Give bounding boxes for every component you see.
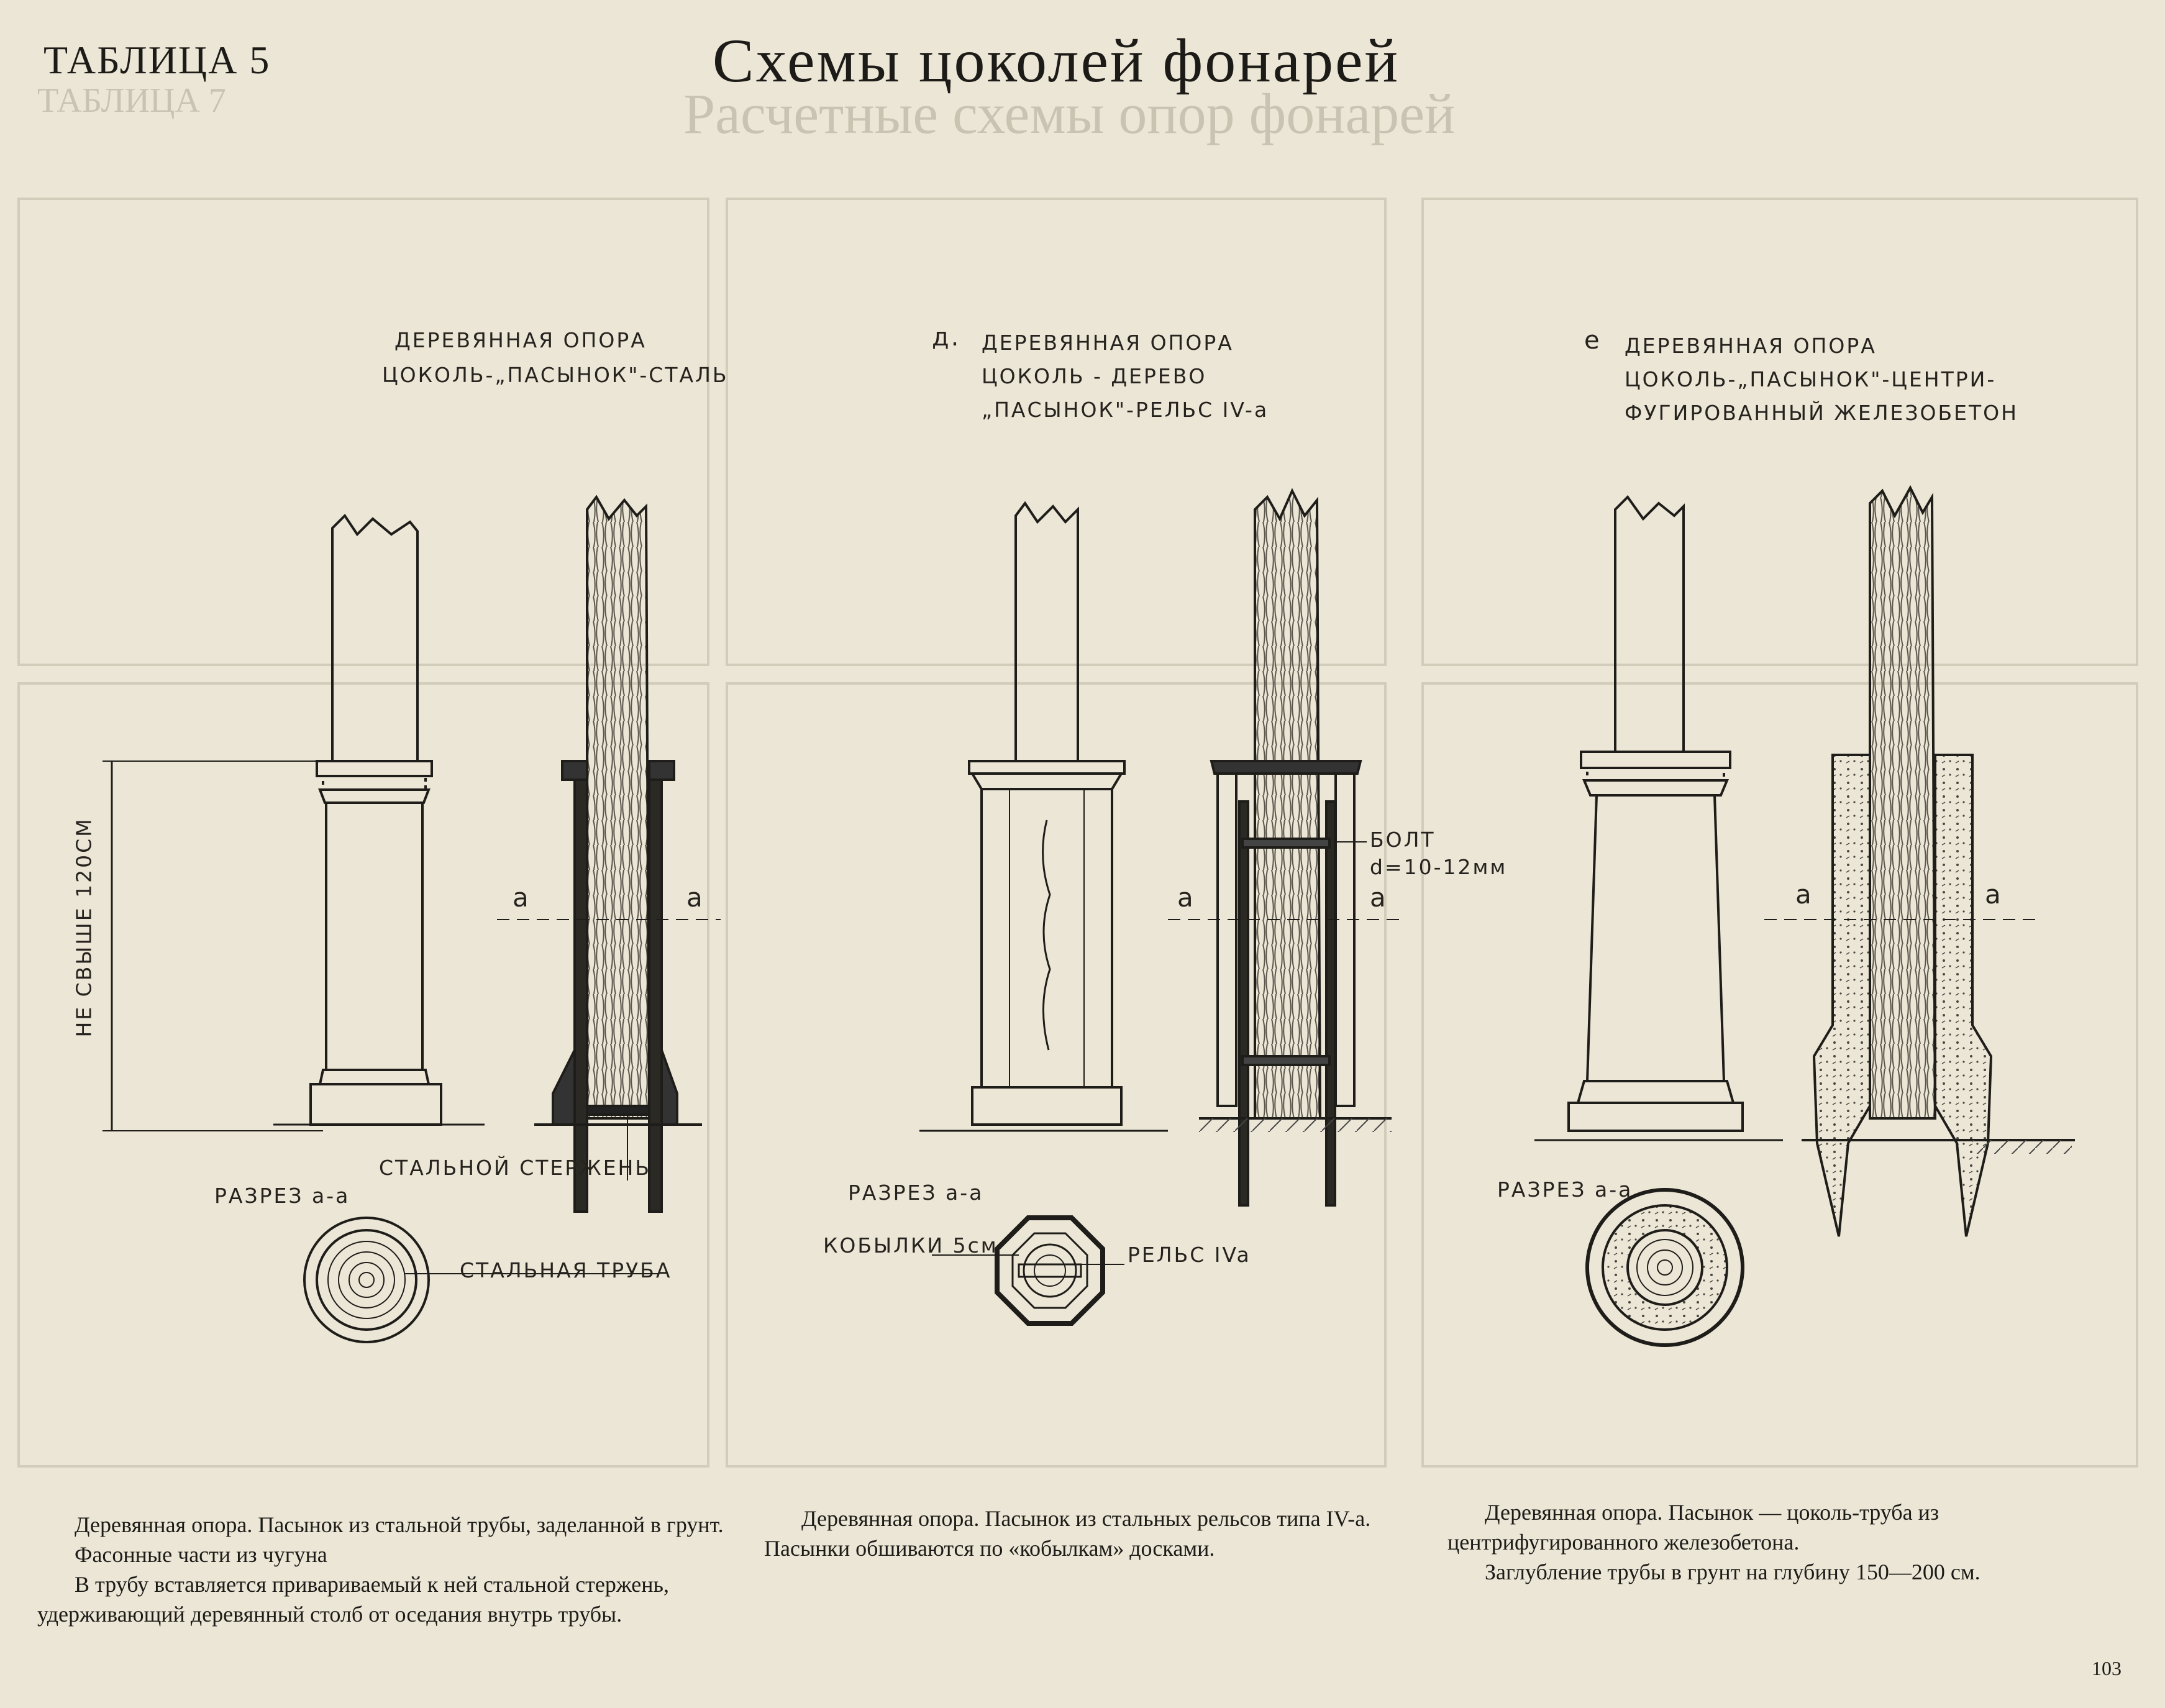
right-heading-line-2: ЦОКОЛЬ-„ПАСЫНОК"-ЦЕНТРИ- bbox=[1625, 367, 1997, 391]
right-section-mark-b: a bbox=[1985, 879, 2003, 910]
left-caption-p3: В трубу вставляется привариваемый к ней … bbox=[37, 1572, 669, 1627]
right-heading-line-1: ДЕРЕВЯННАЯ ОПОРА bbox=[1625, 334, 1877, 358]
right-cross-section-elevation bbox=[1764, 485, 2075, 1237]
left-elevation bbox=[103, 513, 442, 1131]
left-section-mark-a: a bbox=[513, 882, 531, 913]
left-callout-rod: СТАЛЬНОЙ СТЕРЖЕНЬ bbox=[379, 1156, 651, 1180]
middle-cross-section-elevation bbox=[1168, 488, 1404, 1207]
left-cross-section-elevation bbox=[497, 495, 721, 1213]
right-panel-letter: е bbox=[1584, 326, 1602, 355]
middle-panel-letter: д. bbox=[932, 323, 961, 352]
right-elevation bbox=[1534, 495, 1783, 1141]
middle-heading-line-2: ЦОКОЛЬ - ДЕРЕВО bbox=[982, 364, 1207, 388]
middle-section-mark-a: a bbox=[1177, 882, 1195, 913]
left-panel-heading: ДЕРЕВЯННАЯ ОПОРА ЦОКОЛЬ-„ПАСЫНОК"-СТАЛЬ bbox=[382, 323, 729, 393]
middle-heading-line-3: „ПАСЫНОК"-РЕЛЬС IV-a bbox=[982, 398, 1269, 422]
left-height-label: НЕ СВЫШЕ 120СМ bbox=[71, 817, 96, 1038]
table-label: ТАБЛИЦА 5 bbox=[43, 38, 271, 82]
right-section-circle bbox=[1585, 1188, 1744, 1347]
right-caption-p2: Заглубление трубы в грунт на глубину 150… bbox=[1485, 1560, 1980, 1584]
middle-section-title: РАЗРЕЗ a-a bbox=[848, 1181, 984, 1205]
middle-caption: Деревянная опора. Пасынок из стальных ре… bbox=[764, 1504, 1423, 1563]
right-section-mark-a: a bbox=[1795, 879, 1813, 910]
bleed-through-table-label: ТАБЛИЦА 7 bbox=[37, 81, 226, 120]
left-heading-line-2: ЦОКОЛЬ-„ПАСЫНОК"-СТАЛЬ bbox=[382, 363, 729, 387]
middle-callout-rail: РЕЛЬС IVa bbox=[1128, 1243, 1251, 1267]
middle-panel-heading: ДЕРЕВЯННАЯ ОПОРА ЦОКОЛЬ - ДЕРЕВО „ПАСЫНО… bbox=[982, 326, 1269, 427]
right-section-title: РАЗРЕЗ a-a bbox=[1497, 1177, 1633, 1202]
right-caption: Деревянная опора. Пасынок — цоколь-труба… bbox=[1447, 1497, 2106, 1587]
left-section-mark-b: a bbox=[686, 882, 704, 913]
left-callout-pipe: СТАЛЬНАЯ ТРУБА bbox=[460, 1258, 672, 1282]
right-panel-heading: ДЕРЕВЯННАЯ ОПОРА ЦОКОЛЬ-„ПАСЫНОК"-ЦЕНТРИ… bbox=[1625, 329, 2018, 430]
left-section-title: РАЗРЕЗ a-a bbox=[214, 1184, 350, 1208]
bleed-through-title: Расчетные схемы опор фонарей bbox=[683, 82, 1456, 145]
middle-bolt-line-2: d=10-12мм bbox=[1370, 855, 1508, 879]
page-number: 103 bbox=[2092, 1657, 2122, 1679]
middle-elevation bbox=[919, 501, 1168, 1132]
right-heading-line-3: ФУГИРОВАННЫЙ ЖЕЛЕЗОБЕТОН bbox=[1625, 401, 2018, 425]
middle-callout-blocks: КОБЫЛКИ 5см bbox=[823, 1233, 998, 1258]
middle-bolt-label: БОЛТ d=10-12мм bbox=[1370, 826, 1507, 881]
left-heading-line-1: ДЕРЕВЯННАЯ ОПОРА bbox=[394, 328, 647, 352]
middle-section-octagon bbox=[932, 1215, 1124, 1326]
right-caption-p1: Деревянная опора. Пасынок — цоколь-труба… bbox=[1447, 1500, 1939, 1555]
left-section-circle bbox=[303, 1217, 659, 1343]
left-caption: Деревянная опора. Пасынок из стальной тр… bbox=[37, 1510, 733, 1629]
middle-caption-p1: Деревянная опора. Пасынок из стальных ре… bbox=[764, 1506, 1371, 1561]
left-caption-p2: Фасонные части из чугуна bbox=[75, 1542, 327, 1567]
middle-section-mark-b: a bbox=[1370, 882, 1388, 913]
middle-heading-line-1: ДЕРЕВЯННАЯ ОПОРА bbox=[982, 331, 1234, 355]
bleed-through-frames bbox=[17, 198, 2138, 1468]
left-caption-p1: Деревянная опора. Пасынок из стальной тр… bbox=[75, 1512, 724, 1537]
middle-bolt-line-1: БОЛТ bbox=[1370, 828, 1436, 852]
page-title: Схемы цоколей фонарей bbox=[712, 26, 1400, 95]
